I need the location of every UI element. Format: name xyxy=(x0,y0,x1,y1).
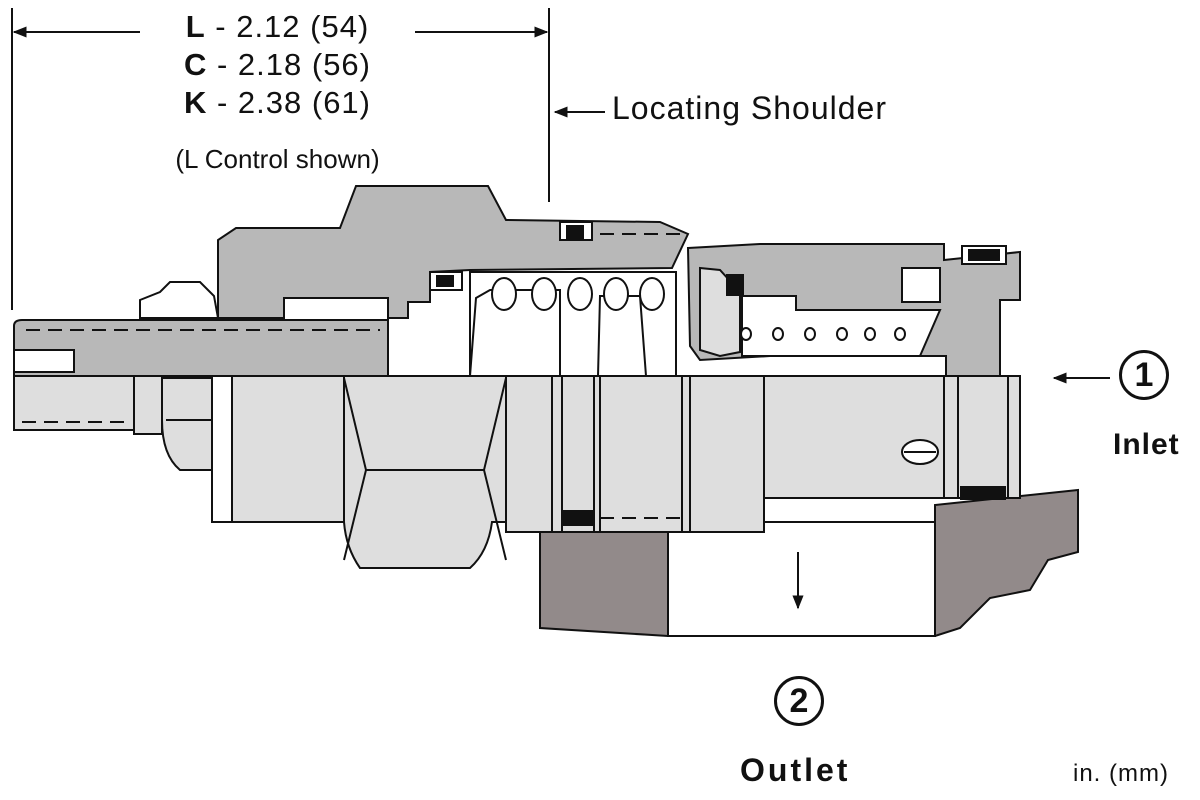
adjuster-hex-end xyxy=(13,349,75,373)
nose-bore xyxy=(901,267,941,303)
seal-lower xyxy=(562,510,594,526)
lock-nut-upper xyxy=(139,281,220,319)
inlet-label: Inlet xyxy=(1113,428,1180,461)
outlet-port-number: 2 xyxy=(774,676,824,726)
dimension-row-c: C - 2.18 (56) xyxy=(120,48,435,81)
body-section-upper xyxy=(217,185,690,319)
spring-coils xyxy=(491,277,665,311)
units-label: in. (mm) xyxy=(1073,760,1169,787)
dimension-row-k: K - 2.38 (61) xyxy=(120,86,435,119)
dimension-row-l: L - 2.12 (54) xyxy=(120,10,435,43)
cartridge-nose-lower xyxy=(763,375,1021,499)
dimension-value: - 2.18 (56) xyxy=(207,47,371,82)
jam-nut xyxy=(133,375,163,435)
seal-nose xyxy=(960,486,1006,500)
poppet-seal xyxy=(726,274,744,296)
inlet-port-number: 1 xyxy=(1119,350,1169,400)
dimension-letter: K xyxy=(183,85,208,120)
dimension-value: - 2.12 (54) xyxy=(205,9,370,44)
outlet-port-opening xyxy=(667,521,936,637)
body-lower-left xyxy=(211,375,233,523)
spring-guide xyxy=(469,289,561,377)
dimension-value: - 2.38 (61) xyxy=(207,85,371,120)
dimension-block: L - 2.12 (54) C - 2.18 (56) K - 2.38 (61… xyxy=(120,10,435,180)
body-hex-lower xyxy=(231,375,345,523)
poppet-bore xyxy=(741,295,942,357)
body-hex-nut xyxy=(343,375,507,569)
adjuster-stem xyxy=(13,319,389,379)
dimension-letter: L xyxy=(185,9,206,44)
outlet-label: Outlet xyxy=(740,752,851,788)
control-shown-note: (L Control shown) xyxy=(175,144,380,174)
locating-shoulder-label: Locating Shoulder xyxy=(612,90,887,126)
cartridge-sleeve-lower xyxy=(505,375,765,533)
dimension-letter: C xyxy=(183,47,208,82)
poppet-holes xyxy=(740,327,906,341)
lock-nut-hex xyxy=(161,377,213,471)
